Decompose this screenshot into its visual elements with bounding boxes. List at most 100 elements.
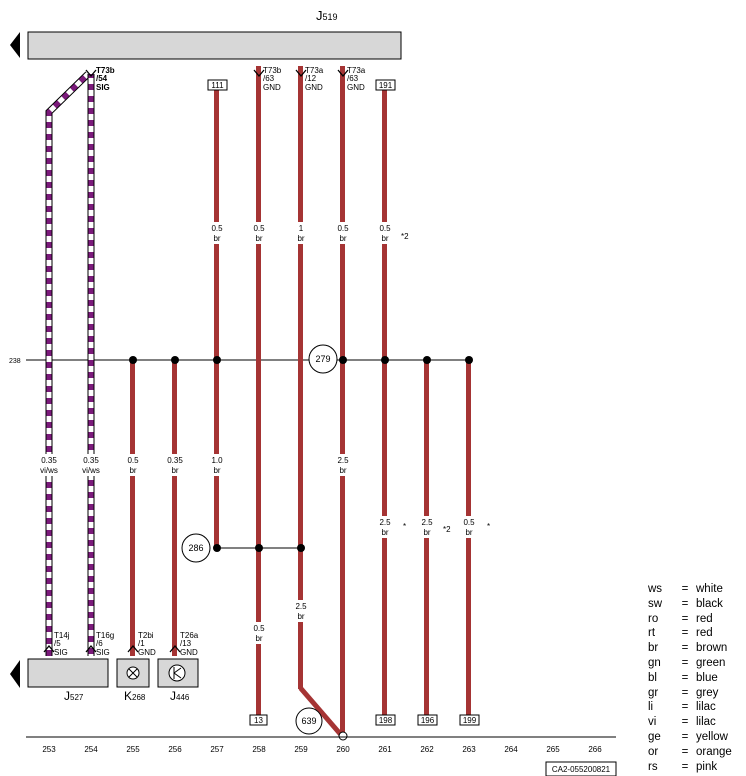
svg-text:2.5: 2.5 bbox=[337, 456, 349, 465]
legend-separator: = bbox=[681, 701, 689, 714]
legend-color-name: white bbox=[696, 583, 723, 595]
svg-text:br: br bbox=[213, 234, 220, 243]
legend-color-name: red bbox=[696, 612, 713, 625]
legend-code: or bbox=[648, 745, 659, 758]
legend-separator: = bbox=[681, 597, 689, 610]
svg-text:vi/ws: vi/ws bbox=[82, 466, 100, 475]
footnote-mark-c262-low: *2 bbox=[443, 525, 451, 534]
wire-label-c256-mid: 0.35 br bbox=[164, 454, 186, 476]
legend-color-name: blue bbox=[696, 671, 718, 684]
legend-color-name: pink bbox=[696, 760, 718, 773]
legend-separator: = bbox=[681, 716, 689, 729]
wire-label-c263-low: 0.5 br bbox=[458, 516, 480, 538]
svg-text:br: br bbox=[297, 234, 304, 243]
legend-separator: = bbox=[681, 612, 689, 625]
connector-label-t73b-63: T73b /63 GND bbox=[263, 66, 283, 92]
svg-text:br: br bbox=[465, 528, 472, 537]
wire-label-c257-mid: 1.0 br bbox=[206, 454, 228, 476]
legend-code: ro bbox=[648, 612, 659, 625]
legend-row-gr: gr=grey bbox=[648, 686, 744, 701]
legend-row-ws: ws=white bbox=[648, 582, 744, 597]
connector-label-t26a-13: T26a /13 GND bbox=[180, 631, 200, 657]
legend-row-ge: ge=yellow bbox=[648, 730, 744, 745]
column-number-264: 264 bbox=[504, 745, 518, 754]
legend-color-name: lilac bbox=[696, 701, 716, 714]
wire-label-c260-mid: 2.5 br bbox=[332, 454, 354, 476]
svg-text:vi/ws: vi/ws bbox=[40, 466, 58, 475]
svg-text:br: br bbox=[297, 612, 304, 621]
svg-text:0.5: 0.5 bbox=[379, 224, 391, 233]
svg-text:br: br bbox=[171, 466, 178, 475]
ground-point-639: 639 bbox=[295, 707, 323, 735]
ref-box-111: 111 bbox=[207, 79, 228, 91]
svg-text:196: 196 bbox=[421, 716, 435, 725]
column-number-253: 253 bbox=[42, 745, 56, 754]
wire-label-c261-low: 2.5 br bbox=[374, 516, 396, 538]
svg-text:1.0: 1.0 bbox=[211, 456, 223, 465]
footnote-mark-c261-low: * bbox=[403, 522, 406, 531]
column-number-262: 262 bbox=[420, 745, 434, 754]
violet-white-wires bbox=[45, 71, 95, 656]
svg-text:br: br bbox=[339, 466, 346, 475]
legend-color-name: red bbox=[696, 627, 713, 640]
svg-text:2.5: 2.5 bbox=[421, 518, 433, 527]
legend-row-li: li=lilac bbox=[648, 700, 744, 715]
svg-text:2.5: 2.5 bbox=[295, 602, 307, 611]
wire-label-c259-top: 1 br bbox=[290, 222, 312, 244]
legend-color-name: brown bbox=[696, 642, 728, 655]
legend-row-bl: bl=blue bbox=[648, 671, 744, 686]
connector-label-t73b-54: T73b /54 SIG bbox=[96, 66, 117, 92]
legend-row-vi: vi=lilac bbox=[648, 715, 744, 730]
legend-color-name: green bbox=[696, 656, 726, 669]
junction-dots bbox=[129, 356, 473, 741]
legend-color-name: yellow bbox=[696, 730, 728, 743]
svg-text:2.5: 2.5 bbox=[379, 518, 391, 527]
legend-row-sw: sw=black bbox=[648, 597, 744, 612]
legend-separator: = bbox=[681, 686, 689, 699]
column-number-261: 261 bbox=[378, 745, 392, 754]
control-unit-j519: J519 bbox=[10, 8, 402, 60]
svg-text:J446: J446 bbox=[170, 689, 190, 703]
wire-label-c258-top: 0.5 br bbox=[248, 222, 270, 244]
legend-code: br bbox=[648, 642, 659, 655]
connector-label-t14j-5: T14j /5 SIG bbox=[54, 631, 72, 657]
svg-text:286: 286 bbox=[188, 543, 203, 553]
wire-label-c261-top: 0.5 br bbox=[374, 222, 396, 244]
connector-label-t16g-6: T16g /6 SIG bbox=[96, 631, 116, 657]
svg-text:J527: J527 bbox=[64, 689, 84, 703]
svg-text:br: br bbox=[423, 528, 430, 537]
legend-separator: = bbox=[681, 760, 689, 773]
column-number-265: 265 bbox=[546, 745, 560, 754]
column-number-266: 266 bbox=[588, 745, 602, 754]
legend-color-name: grey bbox=[696, 686, 719, 699]
svg-text:191: 191 bbox=[379, 81, 393, 90]
legend-separator: = bbox=[681, 627, 689, 640]
wire-label-c260-top: 0.5 br bbox=[332, 222, 354, 244]
legend-row-rs: rs=pink bbox=[648, 760, 744, 775]
wire-label-c259-low: 2.5 br bbox=[290, 600, 312, 622]
column-number-255: 255 bbox=[126, 745, 140, 754]
column-number-257: 257 bbox=[210, 745, 224, 754]
drawing-number: CA2-055200821 bbox=[545, 761, 617, 776]
svg-text:br: br bbox=[213, 466, 220, 475]
connector-label-t73a-12: T73a /12 GND bbox=[305, 66, 325, 92]
legend-code: vi bbox=[648, 716, 657, 729]
legend-color-name: orange bbox=[696, 745, 732, 758]
svg-text:br: br bbox=[129, 466, 136, 475]
legend-row-br: br=brown bbox=[648, 641, 744, 656]
footnote-mark-c263-low: * bbox=[487, 522, 490, 531]
svg-text:198: 198 bbox=[379, 716, 393, 725]
ref-box-191: 191 bbox=[375, 79, 396, 91]
connector-pins-bottom bbox=[43, 644, 181, 653]
legend-row-gn: gn=green bbox=[648, 656, 744, 671]
ground-point-279: 279 bbox=[308, 344, 338, 374]
svg-text:1: 1 bbox=[299, 224, 304, 233]
legend-separator: = bbox=[681, 583, 689, 595]
wire-label-c255-mid: 0.5 br bbox=[122, 454, 144, 476]
svg-text:639: 639 bbox=[301, 716, 316, 726]
control-unit-j446: J446 bbox=[157, 658, 199, 703]
legend-separator: = bbox=[681, 671, 689, 684]
column-number-260: 260 bbox=[336, 745, 350, 754]
legend-code: ge bbox=[648, 730, 661, 743]
connector-label-t73a-63: T73a /63 GND bbox=[347, 66, 367, 92]
